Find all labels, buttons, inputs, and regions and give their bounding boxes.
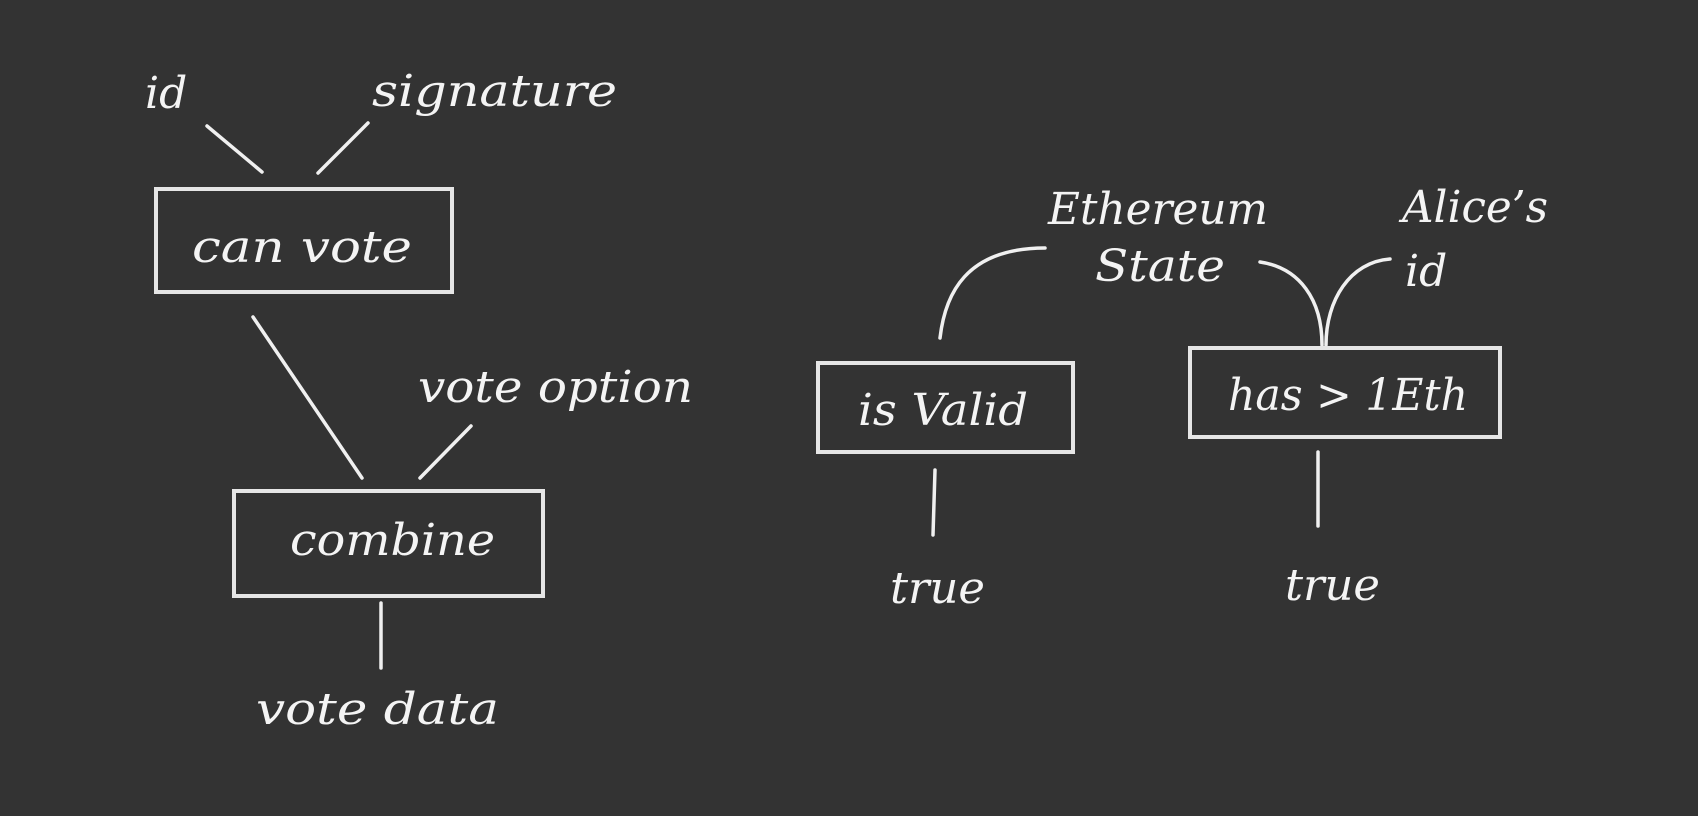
input-ethereum-state-line1: Ethereum xyxy=(1047,184,1268,235)
node-combine-box xyxy=(232,489,545,598)
input-ethereum-state-line2: State xyxy=(1095,241,1225,292)
output-is-valid-true: true xyxy=(890,563,985,614)
node-is-valid-box xyxy=(816,361,1075,454)
edge-id-canvote xyxy=(205,124,264,174)
input-alice-id-line1: Alice’s xyxy=(1398,182,1548,233)
node-is-valid: is Valid xyxy=(858,385,1028,436)
output-has-eth-true: true xyxy=(1285,560,1380,611)
input-vote-option: vote option xyxy=(418,362,693,413)
output-vote-data: vote data xyxy=(256,684,499,735)
input-signature: signature xyxy=(372,66,617,117)
edge-isvalid-output xyxy=(931,468,937,537)
edge-state-haseth xyxy=(1258,260,1324,347)
edge-state-isvalid xyxy=(938,246,1047,340)
edge-canvote-combine xyxy=(251,315,364,480)
input-id: id xyxy=(145,68,187,119)
input-alice-id-line2: id xyxy=(1405,246,1447,297)
node-combine: combine xyxy=(290,515,495,566)
node-can-vote-box xyxy=(154,187,454,294)
node-can-vote: can vote xyxy=(192,222,412,273)
node-has-eth-box xyxy=(1188,346,1502,439)
edge-voteoption-combine xyxy=(418,424,473,480)
node-has-eth: has > 1Eth xyxy=(1228,370,1468,421)
edge-signature-canvote xyxy=(316,121,370,175)
edge-aliceid-haseth xyxy=(1324,257,1392,347)
